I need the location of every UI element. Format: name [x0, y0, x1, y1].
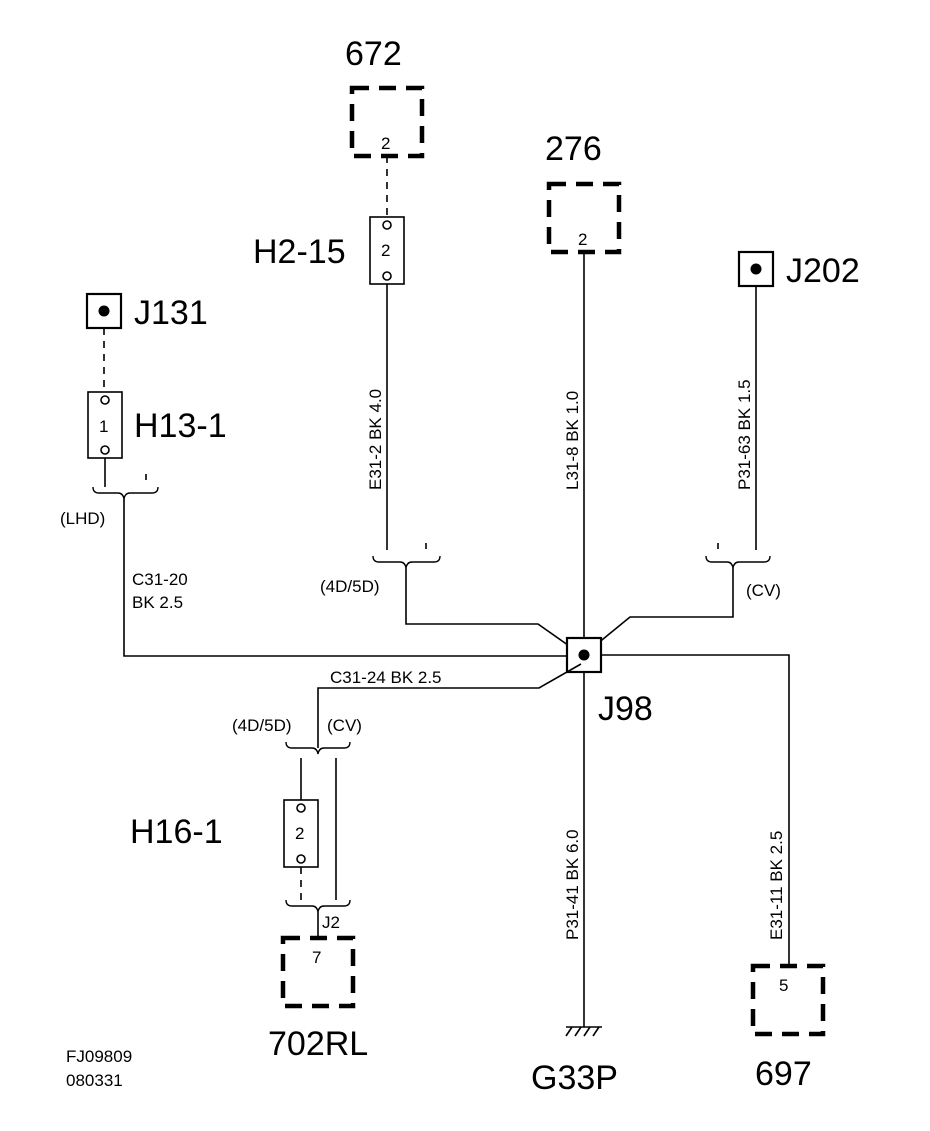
brace-4d5d-cv-bottom: [285, 741, 351, 755]
connector-h16-1-pin-bottom: [296, 854, 306, 864]
connector-h16-1-pin-top: [296, 803, 306, 813]
wire-e31-11: [601, 654, 790, 966]
wire-p31-41-label: P31-41 BK 6.0: [563, 829, 582, 940]
wire-c31-20-label-2: BK 2.5: [132, 593, 183, 612]
wire-cv-to-j98: [585, 568, 734, 654]
connector-h16-1-pin: 2: [295, 824, 304, 843]
ground-symbol-hatch-1: [565, 1026, 573, 1037]
wire-c31-20-label-1: C31-20: [132, 570, 188, 589]
brace-4d5d-top: [372, 555, 441, 569]
ground-g33p: G33P: [531, 1026, 618, 1097]
footer-ref: FJ09809: [66, 1047, 132, 1066]
ground-symbol-hatch-2: [574, 1026, 582, 1037]
component-697-box: [750, 963, 826, 1037]
component-702rl-label: 702RL: [268, 1025, 368, 1063]
splice-j131: J131: [85, 292, 208, 332]
component-702rl-pin: 7: [312, 948, 321, 967]
option-4d5d-bottom: (4D/5D): [232, 716, 292, 735]
connector-h16-1: H16-1 2: [130, 799, 319, 868]
connector-h2-15: H2-15 2: [253, 216, 405, 285]
connector-h2-15-pin-top: [382, 220, 392, 230]
wire-c31-24: [317, 663, 582, 748]
option-cv-bottom: (CV): [327, 716, 362, 735]
component-697: 5 697: [750, 963, 826, 1093]
component-276-pin: 2: [578, 230, 587, 249]
connector-h16-1-label: H16-1: [130, 813, 223, 851]
splice-j202-dot: [750, 263, 762, 275]
splice-j98-dot: [578, 649, 590, 661]
connector-h2-15-pin-bottom: [382, 271, 392, 281]
component-672-label: 672: [345, 35, 402, 73]
component-702rl-box: [280, 935, 356, 1009]
component-672: 672 2: [345, 35, 425, 159]
brace-j2: [285, 899, 351, 913]
splice-j202-box: [737, 250, 775, 288]
component-702rl-connector: J2: [322, 913, 340, 932]
ground-g33p-label: G33P: [531, 1059, 618, 1097]
component-276-label: 276: [545, 130, 602, 168]
wire-e31-2-label: E31-2 BK 4.0: [366, 389, 385, 490]
splice-j202: J202: [737, 250, 860, 290]
ground-symbol-hatch-4: [592, 1026, 600, 1037]
connector-h13-1-label: H13-1: [134, 407, 227, 445]
connector-h2-15-pin: 2: [381, 241, 390, 260]
option-4d5d-top: (4D/5D): [320, 577, 380, 596]
splice-j202-label: J202: [786, 252, 860, 290]
option-cv-right: (CV): [746, 581, 781, 600]
connector-h13-1-pin-top: [100, 395, 110, 405]
component-702rl: 7 702RL: [268, 935, 368, 1063]
ground-symbol-hatch-3: [583, 1026, 591, 1037]
connector-h2-15-label: H2-15: [253, 233, 346, 271]
splice-j98: J98: [565, 636, 653, 728]
component-672-pin: 2: [381, 134, 390, 153]
splice-j98-label: J98: [598, 690, 653, 728]
wire-p31-63-label: P31-63 BK 1.5: [735, 379, 754, 490]
footer-date: 080331: [66, 1071, 123, 1090]
option-lhd: (LHD): [60, 509, 105, 528]
connector-h13-1-pin-bottom: [100, 445, 110, 455]
component-276: 276 2: [545, 130, 622, 255]
splice-j131-dot: [98, 305, 110, 317]
brace-lhd: [92, 486, 159, 500]
splice-j131-label: J131: [134, 294, 208, 332]
wire-c31-20: [123, 499, 568, 657]
wire-e31-11-label: E31-11 BK 2.5: [767, 831, 786, 940]
connector-h13-1: 1 H13-1: [87, 391, 227, 459]
brace-cv-right: [705, 555, 771, 569]
wire-4d5d-to-j98: [405, 568, 583, 656]
connector-h13-1-pin: 1: [99, 417, 108, 436]
component-697-pin: 5: [779, 976, 788, 995]
wire-l31-8-label: L31-8 BK 1.0: [563, 391, 582, 490]
component-697-label: 697: [755, 1055, 812, 1093]
wire-c31-24-label: C31-24 BK 2.5: [330, 668, 442, 687]
